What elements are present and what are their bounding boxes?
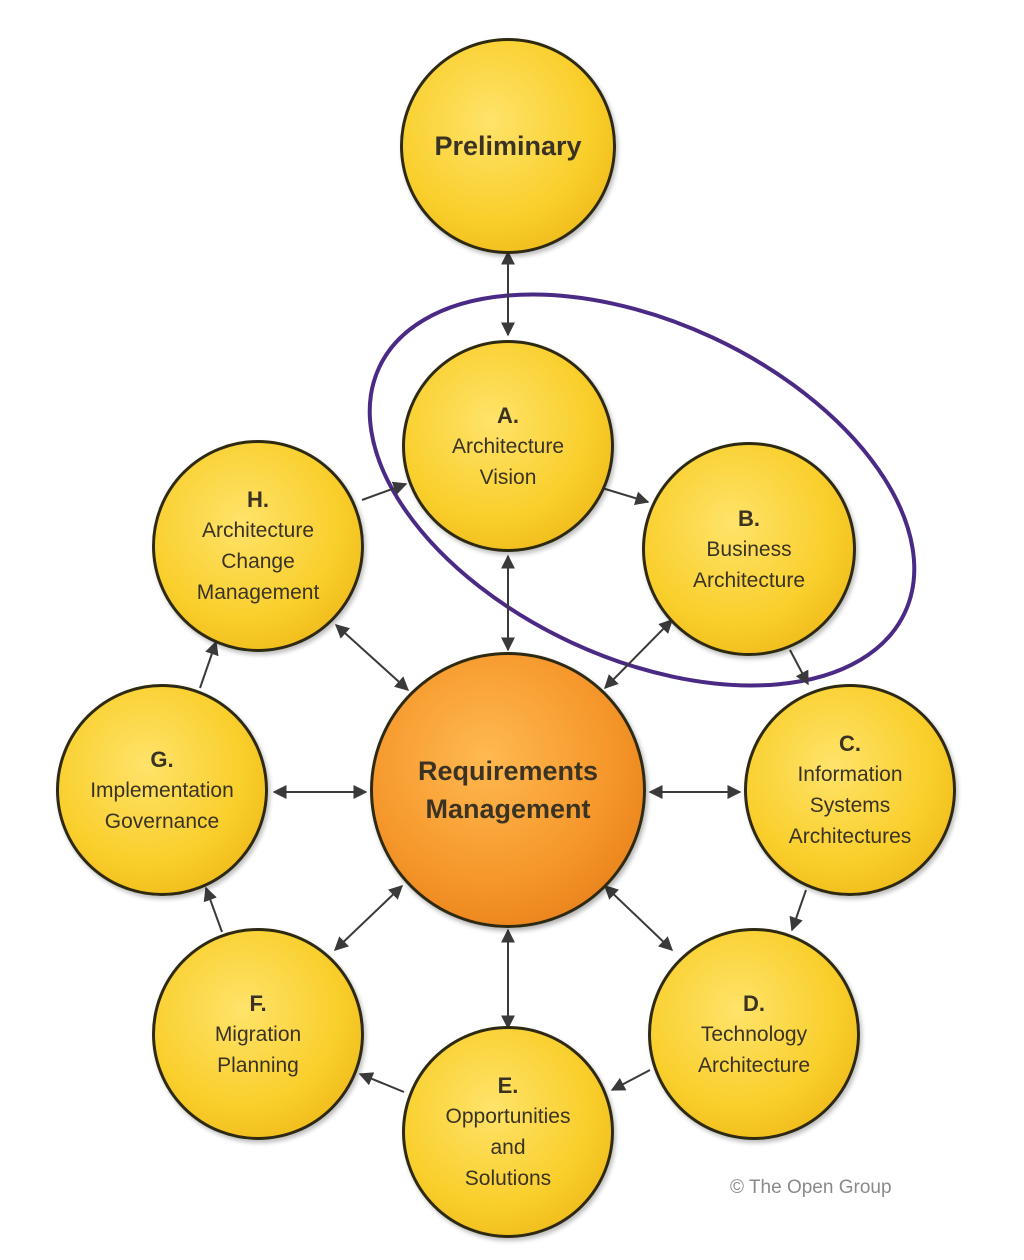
phase-b-line-2: Architecture	[692, 568, 806, 592]
arrow-b-center	[604, 619, 673, 689]
phase-c-line-1: Information	[797, 763, 903, 786]
phase-d: D. Technology Architecture	[648, 928, 860, 1140]
phase-b-line-1: Business	[706, 537, 792, 561]
phase-c: C. Information Systems Architectures	[744, 684, 956, 896]
arrow-g-to-h	[199, 640, 219, 689]
phase-preliminary-label: Preliminary	[434, 131, 582, 161]
arrow-h-to-a	[361, 481, 408, 501]
phase-e-line-1: Opportunities	[445, 1105, 571, 1128]
arrow-f-center	[333, 885, 404, 951]
phase-f-line-2: Planning	[217, 1053, 299, 1077]
phase-g-letter: G.	[150, 746, 174, 772]
phase-h-line-3: Management	[196, 581, 320, 604]
arrow-e-to-f	[358, 1072, 405, 1093]
arrow-c-to-d	[789, 889, 807, 932]
arrow-b-to-c	[789, 649, 809, 686]
phase-c-letter: C.	[839, 731, 861, 756]
phase-a-line-1: Architecture	[451, 434, 565, 458]
arrow-h-center	[334, 624, 410, 691]
highlight-ellipse	[367, 292, 917, 688]
center-line-1: Requirements	[417, 756, 599, 786]
arrow-a-to-b	[601, 487, 650, 506]
phase-e-line-3: Solutions	[464, 1167, 552, 1190]
arrow-f-to-g	[203, 886, 223, 933]
phase-a: A. Architecture Vision	[402, 340, 614, 552]
phase-a-line-2: Vision	[479, 465, 537, 489]
phase-c-line-2: Systems	[809, 794, 891, 817]
center-line-2: Management	[425, 794, 591, 824]
phase-d-line-2: Architecture	[697, 1053, 811, 1077]
phase-e-line-2: and	[490, 1136, 526, 1159]
phase-d-line-1: Technology	[700, 1022, 808, 1046]
phase-b: B. Business Architecture	[642, 442, 856, 656]
phase-f-line-1: Migration	[214, 1022, 302, 1046]
copyright-notice: © The Open Group	[730, 1177, 892, 1198]
requirements-management: Requirements Management	[370, 652, 646, 928]
phase-h-line-1: Architecture	[201, 519, 315, 542]
phase-b-letter: B.	[738, 505, 760, 531]
phase-g: G. Implementation Governance	[56, 684, 268, 896]
phase-e: E. Opportunities and Solutions	[402, 1026, 614, 1238]
phase-c-line-3: Architectures	[788, 825, 912, 848]
phase-h-line-2: Change	[221, 550, 295, 573]
phase-d-letter: D.	[743, 990, 765, 1016]
phase-a-letter: A.	[497, 402, 519, 428]
arrow-d-to-e	[610, 1069, 651, 1091]
phase-e-letter: E.	[497, 1073, 519, 1098]
phase-g-line-1: Implementation	[90, 778, 234, 802]
arrow-d-center	[603, 885, 674, 951]
phase-h: H. Architecture Change Management	[152, 440, 364, 652]
phase-f-letter: F.	[249, 990, 267, 1016]
phase-f: F. Migration Planning	[152, 928, 364, 1140]
phase-h-letter: H.	[247, 487, 269, 512]
phase-g-line-2: Governance	[104, 809, 220, 833]
phase-preliminary: Preliminary	[400, 38, 616, 254]
